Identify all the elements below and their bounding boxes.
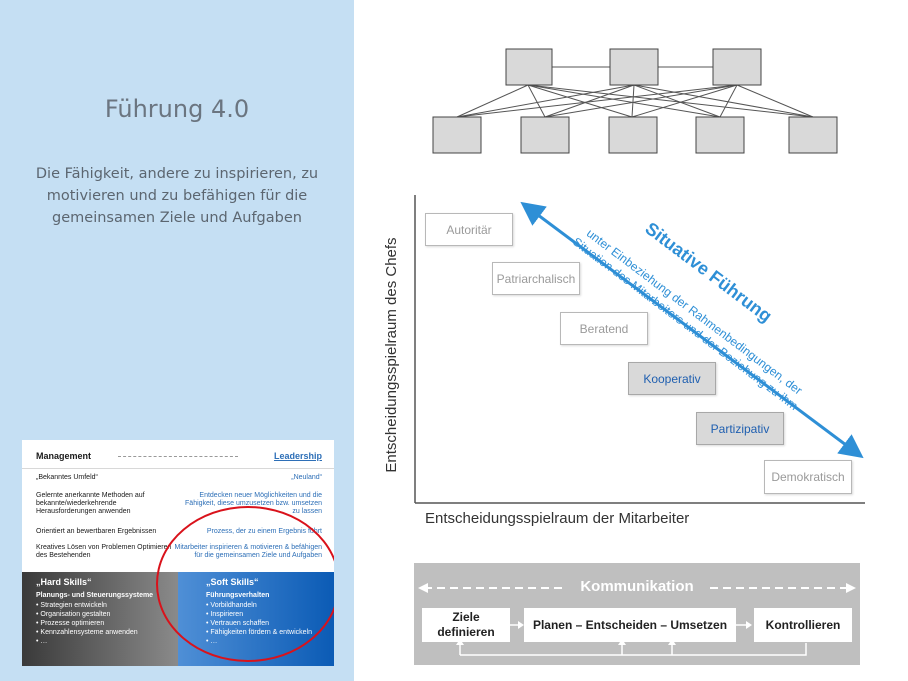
style-beratend: Beratend	[560, 312, 648, 345]
network-node-bottom	[432, 116, 482, 154]
style-autoritaer: Autoritär	[425, 213, 513, 246]
ziele-definieren-box: Ziele definieren	[422, 608, 510, 642]
x-axis-label: Entscheidungsspielraum der Mitarbeiter	[425, 510, 690, 527]
highlight-circle	[156, 506, 334, 662]
network-node-top	[505, 48, 553, 86]
network-node-bottom	[608, 116, 658, 154]
double-arrow-dashed	[118, 456, 238, 457]
style-partizipativ: Partizipativ	[696, 412, 784, 445]
communication-title: Kommunikation	[564, 578, 710, 595]
left-panel: Führung 4.0 Die Fähigkeit, andere zu ins…	[0, 0, 354, 681]
y-axis-label: Entscheidungsspielraum des Chefs	[383, 237, 400, 473]
mini-row-left: Kreatives Lösen von Problemen Optimieren…	[36, 544, 172, 559]
kontrollieren-box: Kontrollieren	[754, 608, 852, 642]
style-demokratisch: Demokratisch	[764, 460, 852, 494]
network-node-bottom	[520, 116, 570, 154]
hard-skills-panel: „Hard Skills“ Planungs- und Steuerungssy…	[22, 572, 178, 666]
hard-skill-item: • Prozesse optimieren	[36, 620, 105, 627]
management-heading: Management	[36, 451, 92, 461]
style-patriarchalisch: Patriarchalisch	[492, 262, 580, 295]
planen-entscheiden-umsetzen-box: Planen – Entscheiden – Umsetzen	[524, 608, 736, 642]
hard-skills-heading: Planungs- und Steuerungssysteme	[36, 592, 154, 599]
hard-skills-title: „Hard Skills“	[36, 577, 92, 587]
mini-row-left: Gelernte anerkannte Methoden auf bekannt…	[36, 492, 145, 515]
situative-double-arrow	[520, 201, 864, 459]
leadership-styles-axes: Situative Führung unter Einbeziehung der…	[414, 195, 865, 504]
mini-row-right: „Neuland“	[291, 474, 322, 481]
network-hierarchy-diagram	[432, 48, 838, 154]
hard-skill-item: • Organisation gestalten	[36, 611, 111, 618]
slide-subtitle: Die Fähigkeit, andere zu inspirieren, zu…	[35, 166, 319, 226]
network-links	[456, 66, 814, 118]
mini-row-left: „Bekanntes Umfeld“	[36, 474, 98, 481]
leadership-heading: Leadership	[273, 451, 322, 461]
communication-process: Kommunikation Ziele definieren Planen – …	[414, 563, 860, 665]
hard-skill-item: • …	[36, 638, 48, 645]
network-node-top	[609, 48, 659, 86]
network-node-top	[712, 48, 762, 86]
network-node-bottom	[788, 116, 838, 154]
network-node-bottom	[695, 116, 745, 154]
hard-skill-item: • Strategien entwickeln	[36, 602, 107, 609]
management-leadership-slide: Management Leadership „Bekanntes Umfeld“…	[22, 440, 334, 666]
mini-row-left: Orientiert an bewertbaren Ergebnissen	[36, 528, 157, 535]
style-kooperativ: Kooperativ	[628, 362, 716, 395]
mini-row-right: Entdecken neuer Möglichkeiten und die Fä…	[185, 492, 322, 515]
divider	[22, 468, 334, 469]
hard-skill-item: • Kennzahlensysteme anwenden	[36, 629, 138, 636]
slide-title: Führung 4.0	[104, 95, 250, 123]
